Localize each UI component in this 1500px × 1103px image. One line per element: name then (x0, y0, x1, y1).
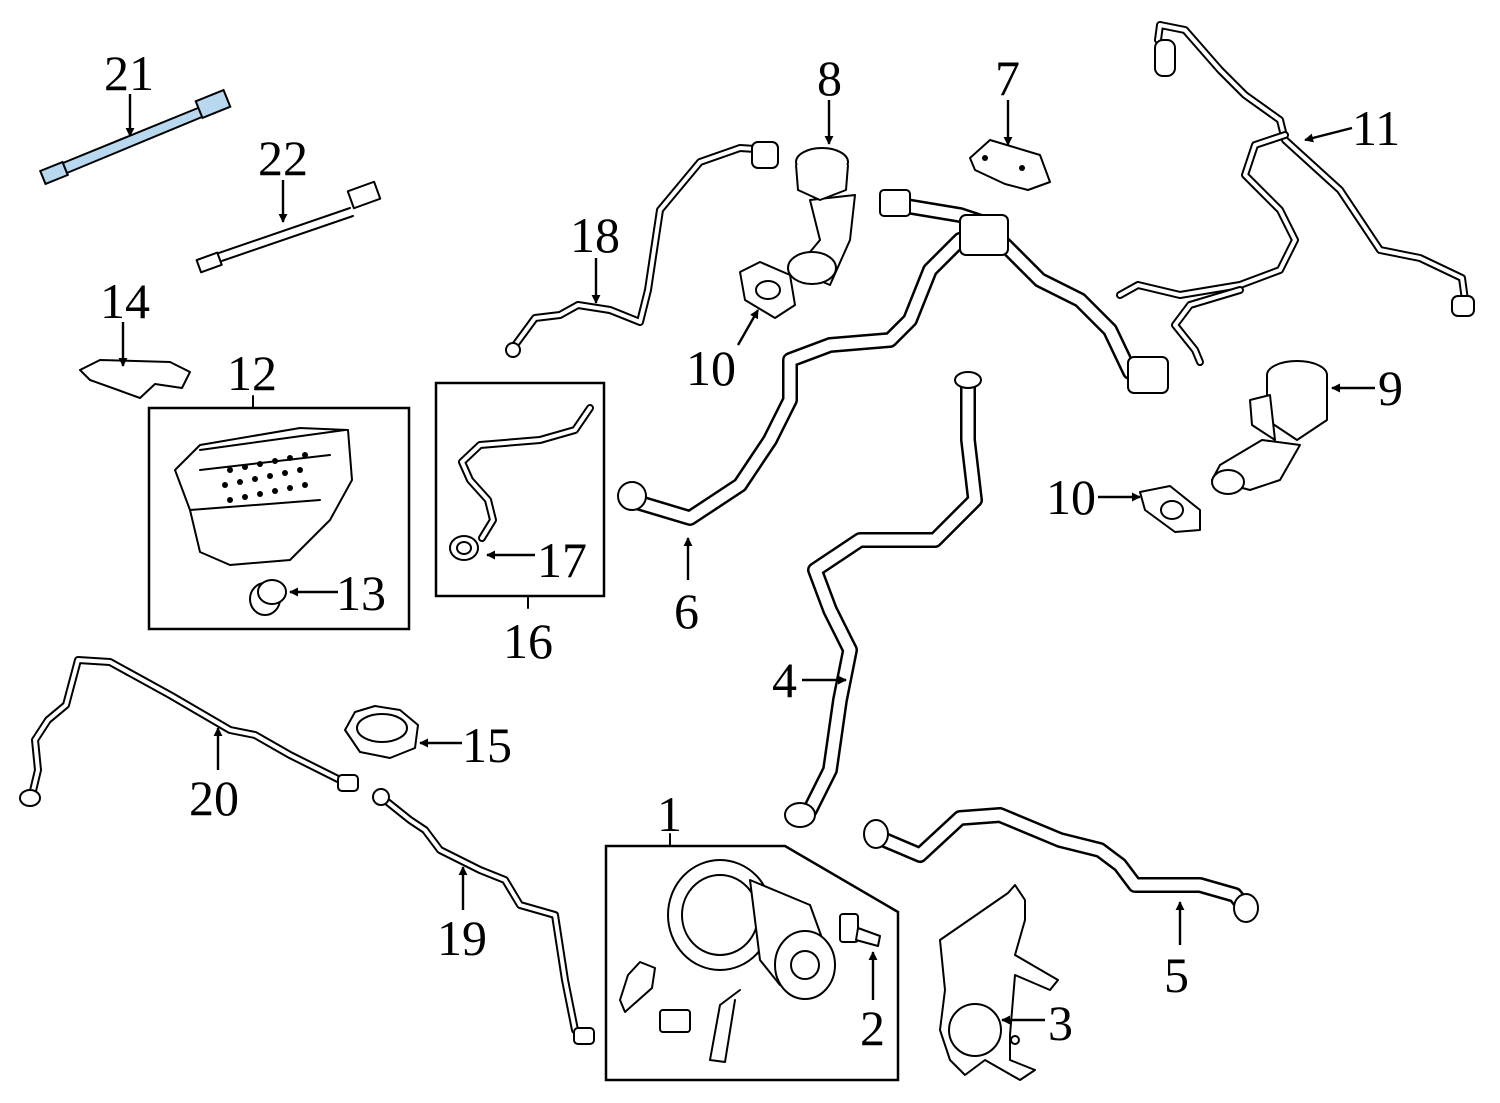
svg-text:21: 21 (104, 45, 154, 101)
part-12-box (147, 406, 411, 631)
part-6-hose[interactable] (617, 189, 1169, 526)
svg-text:12: 12 (227, 345, 277, 401)
svg-text:8: 8 (817, 50, 842, 106)
part-11-hose[interactable] (1116, 21, 1475, 366)
part-21-body-highlight (53, 107, 205, 175)
svg-text:7: 7 (995, 50, 1020, 106)
part-10-gasket-upper[interactable] (739, 261, 796, 319)
callout-8: 8 (817, 50, 842, 145)
svg-text:13: 13 (336, 565, 386, 621)
svg-text:18: 18 (570, 207, 620, 263)
part-22-oxygen-sensor[interactable] (195, 180, 382, 274)
callout-7: 7 (995, 50, 1020, 146)
callout-1: 1 (657, 786, 682, 842)
part-4-hose[interactable] (784, 371, 983, 828)
part-13-plug[interactable] (249, 579, 287, 616)
callout-22: 22 (258, 130, 308, 223)
callout-16: 16 (503, 613, 553, 669)
part-17-clamp[interactable] (449, 535, 479, 561)
svg-text:14: 14 (100, 273, 150, 329)
callout-18: 18 (570, 207, 620, 304)
part-7-sensor[interactable] (969, 139, 1051, 191)
callout-2: 2 (860, 951, 885, 1056)
part-15-clamp[interactable] (344, 705, 419, 759)
callout-21: 21 (104, 45, 154, 137)
part-20-line[interactable] (19, 656, 359, 807)
svg-text:2: 2 (860, 1000, 885, 1056)
svg-text:10: 10 (686, 340, 736, 396)
callout-9: 9 (1331, 360, 1403, 416)
callout-4: 4 (772, 652, 847, 708)
part-21-connector (194, 88, 232, 120)
part-8-valve[interactable] (787, 147, 856, 286)
svg-text:15: 15 (462, 717, 512, 773)
callout-10-upper: 10 (686, 309, 760, 396)
callout-17: 17 (486, 532, 587, 588)
svg-text:17: 17 (537, 532, 587, 588)
callout-20: 20 (189, 727, 239, 826)
svg-text:22: 22 (258, 130, 308, 186)
callout-19: 19 (437, 866, 487, 966)
svg-text:1: 1 (657, 786, 682, 842)
part-21-tip (38, 160, 70, 186)
part-21-oxygen-sensor[interactable] (38, 88, 232, 186)
callout-3: 3 (1001, 995, 1073, 1051)
part-3-bracket[interactable] (939, 884, 1059, 1081)
part-2-sensor[interactable] (839, 913, 881, 947)
part-16-hose[interactable] (458, 404, 594, 542)
callout-14: 14 (100, 273, 150, 367)
svg-text:3: 3 (1048, 995, 1073, 1051)
part-1-air-pump[interactable] (619, 859, 836, 1063)
callout-12: 12 (227, 345, 277, 401)
callout-15: 15 (419, 717, 512, 773)
part-16-box (434, 381, 606, 598)
svg-text:19: 19 (437, 910, 487, 966)
svg-text:9: 9 (1378, 360, 1403, 416)
svg-text:6: 6 (674, 583, 699, 639)
svg-text:20: 20 (189, 770, 239, 826)
part-14-bracket[interactable] (79, 359, 191, 399)
callout-10-lower: 10 (1046, 469, 1141, 525)
svg-text:4: 4 (772, 652, 797, 708)
part-18-hose[interactable] (505, 141, 779, 358)
part-9-valve[interactable] (1211, 360, 1328, 495)
callout-13: 13 (289, 565, 386, 621)
svg-text:10: 10 (1046, 469, 1096, 525)
svg-text:11: 11 (1352, 100, 1400, 156)
callout-6: 6 (674, 537, 699, 639)
callout-11: 11 (1304, 100, 1400, 156)
part-1-box (604, 844, 900, 1082)
svg-text:5: 5 (1164, 947, 1189, 1003)
part-10-gasket-lower[interactable] (1139, 485, 1201, 533)
part-19-line[interactable] (372, 788, 595, 1045)
part-5-hose[interactable] (863, 807, 1259, 923)
svg-text:16: 16 (503, 613, 553, 669)
callout-5: 5 (1164, 901, 1189, 1003)
part-12-canister[interactable] (174, 427, 353, 566)
